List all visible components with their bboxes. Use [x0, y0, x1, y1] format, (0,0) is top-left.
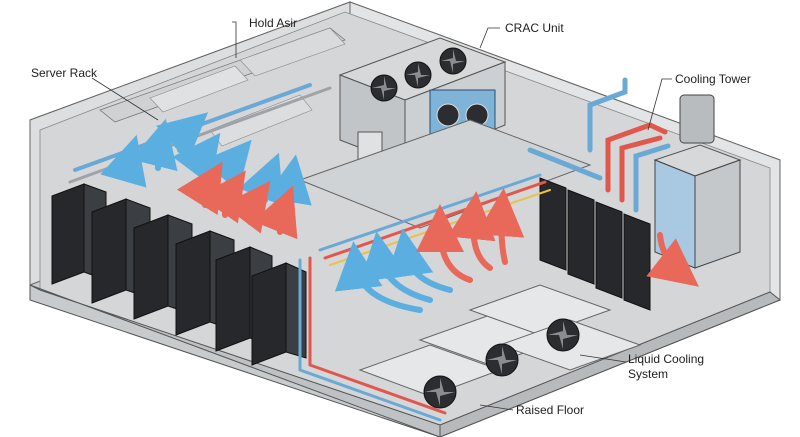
pipe-red-floor — [308, 256, 447, 415]
arrow-icon — [130, 118, 178, 172]
pipe-blue-floor — [298, 258, 442, 422]
fan-icon — [485, 343, 519, 377]
raised-floor-tiles — [358, 284, 642, 409]
leader-raised-floor — [479, 404, 514, 411]
arrow-icon — [100, 134, 147, 188]
rack-icon — [595, 201, 623, 299]
rack-icon — [251, 262, 307, 366]
leader-hold-asir — [232, 21, 237, 58]
liquid-cooling-label-line1: Liquid Cooling — [628, 352, 705, 366]
mezzanine-platform — [298, 119, 592, 229]
fan-icon — [439, 47, 467, 75]
leader-lines — [91, 21, 672, 411]
server-rack-label: Server Rack — [31, 66, 98, 80]
raised-floor-label: Raised Floor — [516, 403, 585, 417]
pipe-blue — [527, 147, 603, 181]
cold-airflow-arrows — [100, 112, 453, 313]
cooling-tower-label: Cooling Tower — [675, 72, 751, 86]
arrow-icon — [447, 191, 496, 271]
duct-block-2 — [239, 27, 346, 77]
hold-asir-label: Hold Asir — [249, 16, 298, 30]
ceiling-ducts — [99, 27, 346, 147]
hot-airflow-arrows — [176, 161, 699, 287]
pipe-red — [619, 135, 663, 203]
leader-liquid-cooling — [579, 354, 627, 363]
arrow-icon — [359, 231, 433, 303]
fan-icon — [436, 103, 460, 127]
fan-icon — [423, 375, 457, 409]
leader-cooling-tower — [647, 78, 672, 131]
arrow-icon — [252, 185, 298, 240]
tower-side — [694, 159, 741, 269]
server-rack-row-right — [539, 177, 651, 311]
liquid-cooling-label-line2: System — [628, 367, 669, 381]
rack-icon — [623, 213, 651, 311]
arrow-icon — [416, 204, 473, 283]
arrow-icon — [385, 228, 453, 293]
arrow-icon — [264, 154, 312, 213]
rack-icon — [567, 189, 595, 285]
leader-server-rack — [91, 77, 159, 121]
arrow-icon — [646, 232, 699, 287]
fan-icon — [370, 74, 398, 102]
server-rack-row — [51, 183, 307, 366]
fan-icon — [546, 318, 580, 352]
arrow-icon — [476, 188, 525, 265]
front-right-wall-edge — [439, 291, 781, 437]
pipe-blue — [587, 77, 628, 153]
duct-block-1 — [149, 65, 249, 113]
pipe-blue — [633, 143, 671, 213]
arrow-icon — [334, 241, 423, 313]
fan-icon — [404, 61, 432, 89]
pipe-red — [605, 122, 668, 193]
rack-icon — [539, 177, 567, 271]
crac-unit-label: CRAC Unit — [505, 21, 564, 35]
leader-crac-unit — [479, 27, 500, 49]
tower-tank — [679, 94, 715, 144]
